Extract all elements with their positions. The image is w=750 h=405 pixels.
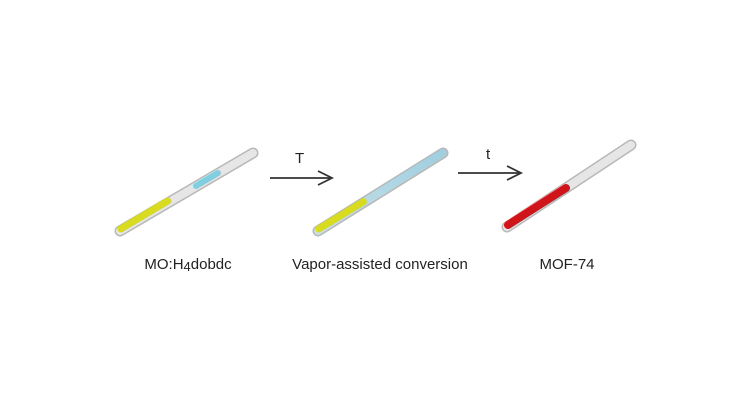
label-subscript: 4 [183,259,191,274]
solid-powder [315,197,369,233]
mof-product [504,184,570,229]
label-text: MO:H [144,256,184,273]
label-text: dobdc [190,256,232,273]
solid-powder [117,197,172,233]
arrow-label-temperature: T [295,150,305,167]
arrow-label-time: t [486,146,491,163]
arrow-time [458,165,524,181]
tube-vapor [312,147,449,237]
liquid-solution [193,170,221,189]
tube-precursor [114,147,259,237]
label-mof74: MOF-74 [539,256,595,273]
label-vapor-conversion: Vapor-assisted conversion [292,256,468,273]
label-precursor: MO:H4dobdc [144,256,232,274]
tube-mof [501,139,637,233]
arrow-heating [270,170,335,186]
